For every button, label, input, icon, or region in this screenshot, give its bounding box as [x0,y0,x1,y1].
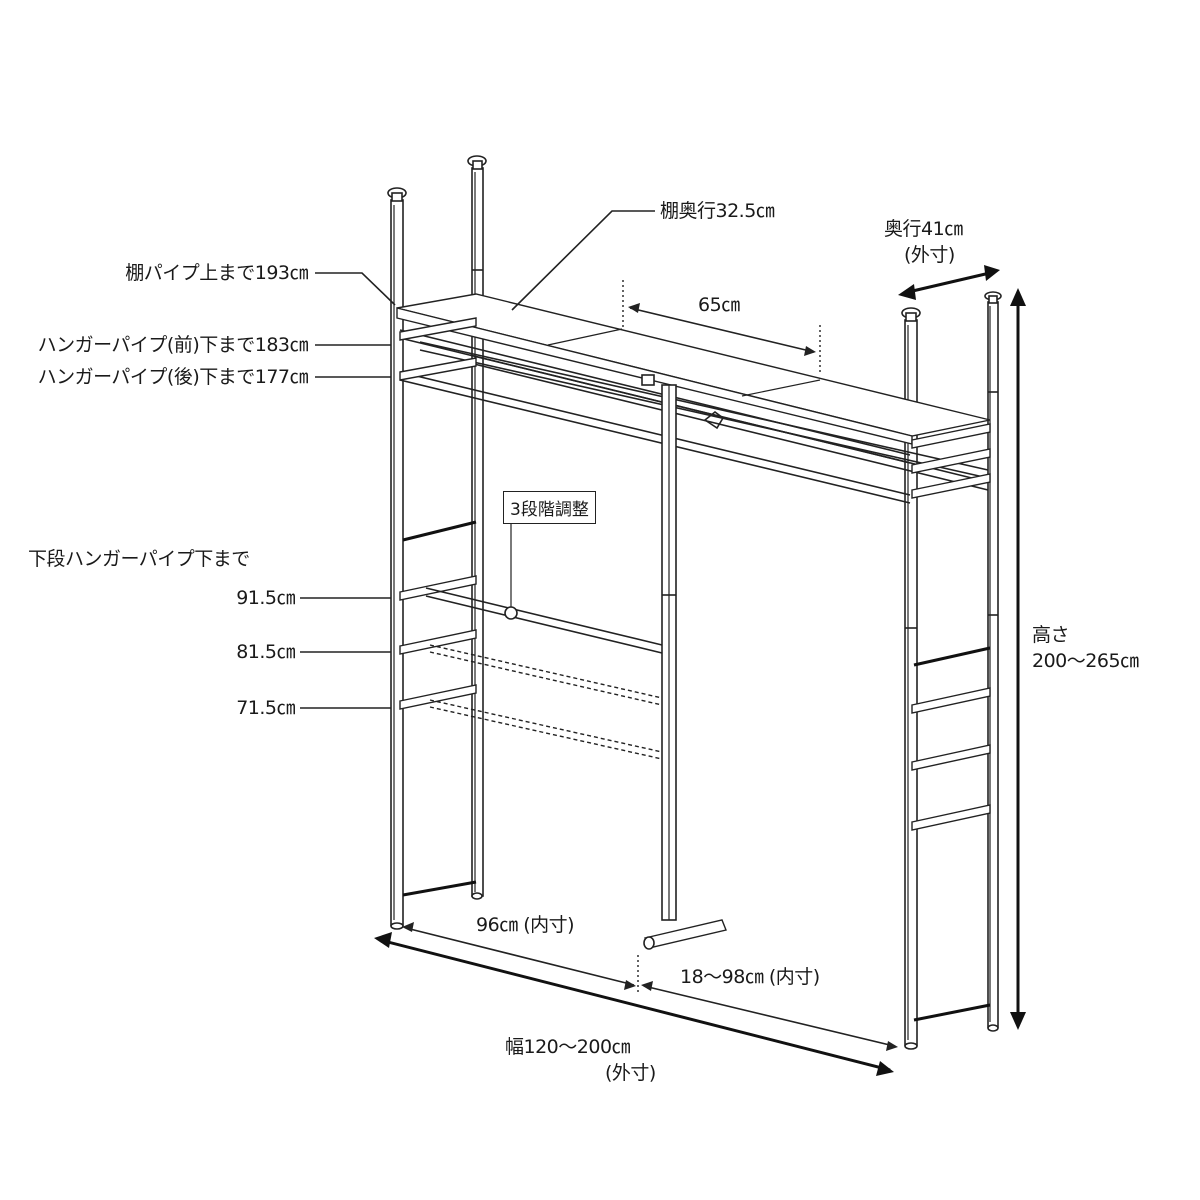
height-title: 高さ [1032,624,1070,646]
left-back-pole [467,155,487,900]
depth-outer-note: (外寸) [904,244,955,266]
lower-hanger-pipes [425,520,663,760]
lower-hanger-height-3: 71.5㎝ [236,697,295,719]
upper-hanger-pipes [399,329,991,504]
hanger-front-label: ハンガーパイプ(前)下まで183㎝ [37,334,309,356]
lower-hanger-height-2: 81.5㎝ [236,641,295,663]
adjust-3-step-callout: 3段階調整 [503,491,596,524]
middle-divider-pole [641,374,727,950]
right-side-rails [911,646,991,1022]
right-front-pole [901,307,921,1050]
depth-outer-label: 奥行41㎝ [884,218,963,240]
right-back-pole [984,291,1002,1032]
lower-hanger-title: 下段ハンガーパイプ下まで [28,548,250,570]
leader-lines [300,210,655,709]
lower-hanger-height-1: 91.5㎝ [236,587,295,609]
dimension-arrows [374,265,1026,1076]
width-outer-label: 幅120～200㎝ [505,1036,631,1058]
shelf-span-label: 65㎝ [698,294,740,316]
left-front-pole [387,187,407,930]
shelf-pipe-top-label: 棚パイプ上まで193㎝ [125,262,308,284]
width-outer-note: (外寸) [605,1062,656,1084]
hanger-back-label: ハンガーパイプ(後)下まで177㎝ [37,366,309,388]
height-value: 200～265㎝ [1032,650,1139,672]
left-side-rails [399,317,477,897]
inner-width-left-label: 96㎝ (内寸) [476,914,575,936]
top-shelf [396,293,991,445]
shelf-depth-label: 棚奥行32.5㎝ [660,200,775,222]
inner-width-right-label: 18～98㎝ (内寸) [680,966,820,988]
